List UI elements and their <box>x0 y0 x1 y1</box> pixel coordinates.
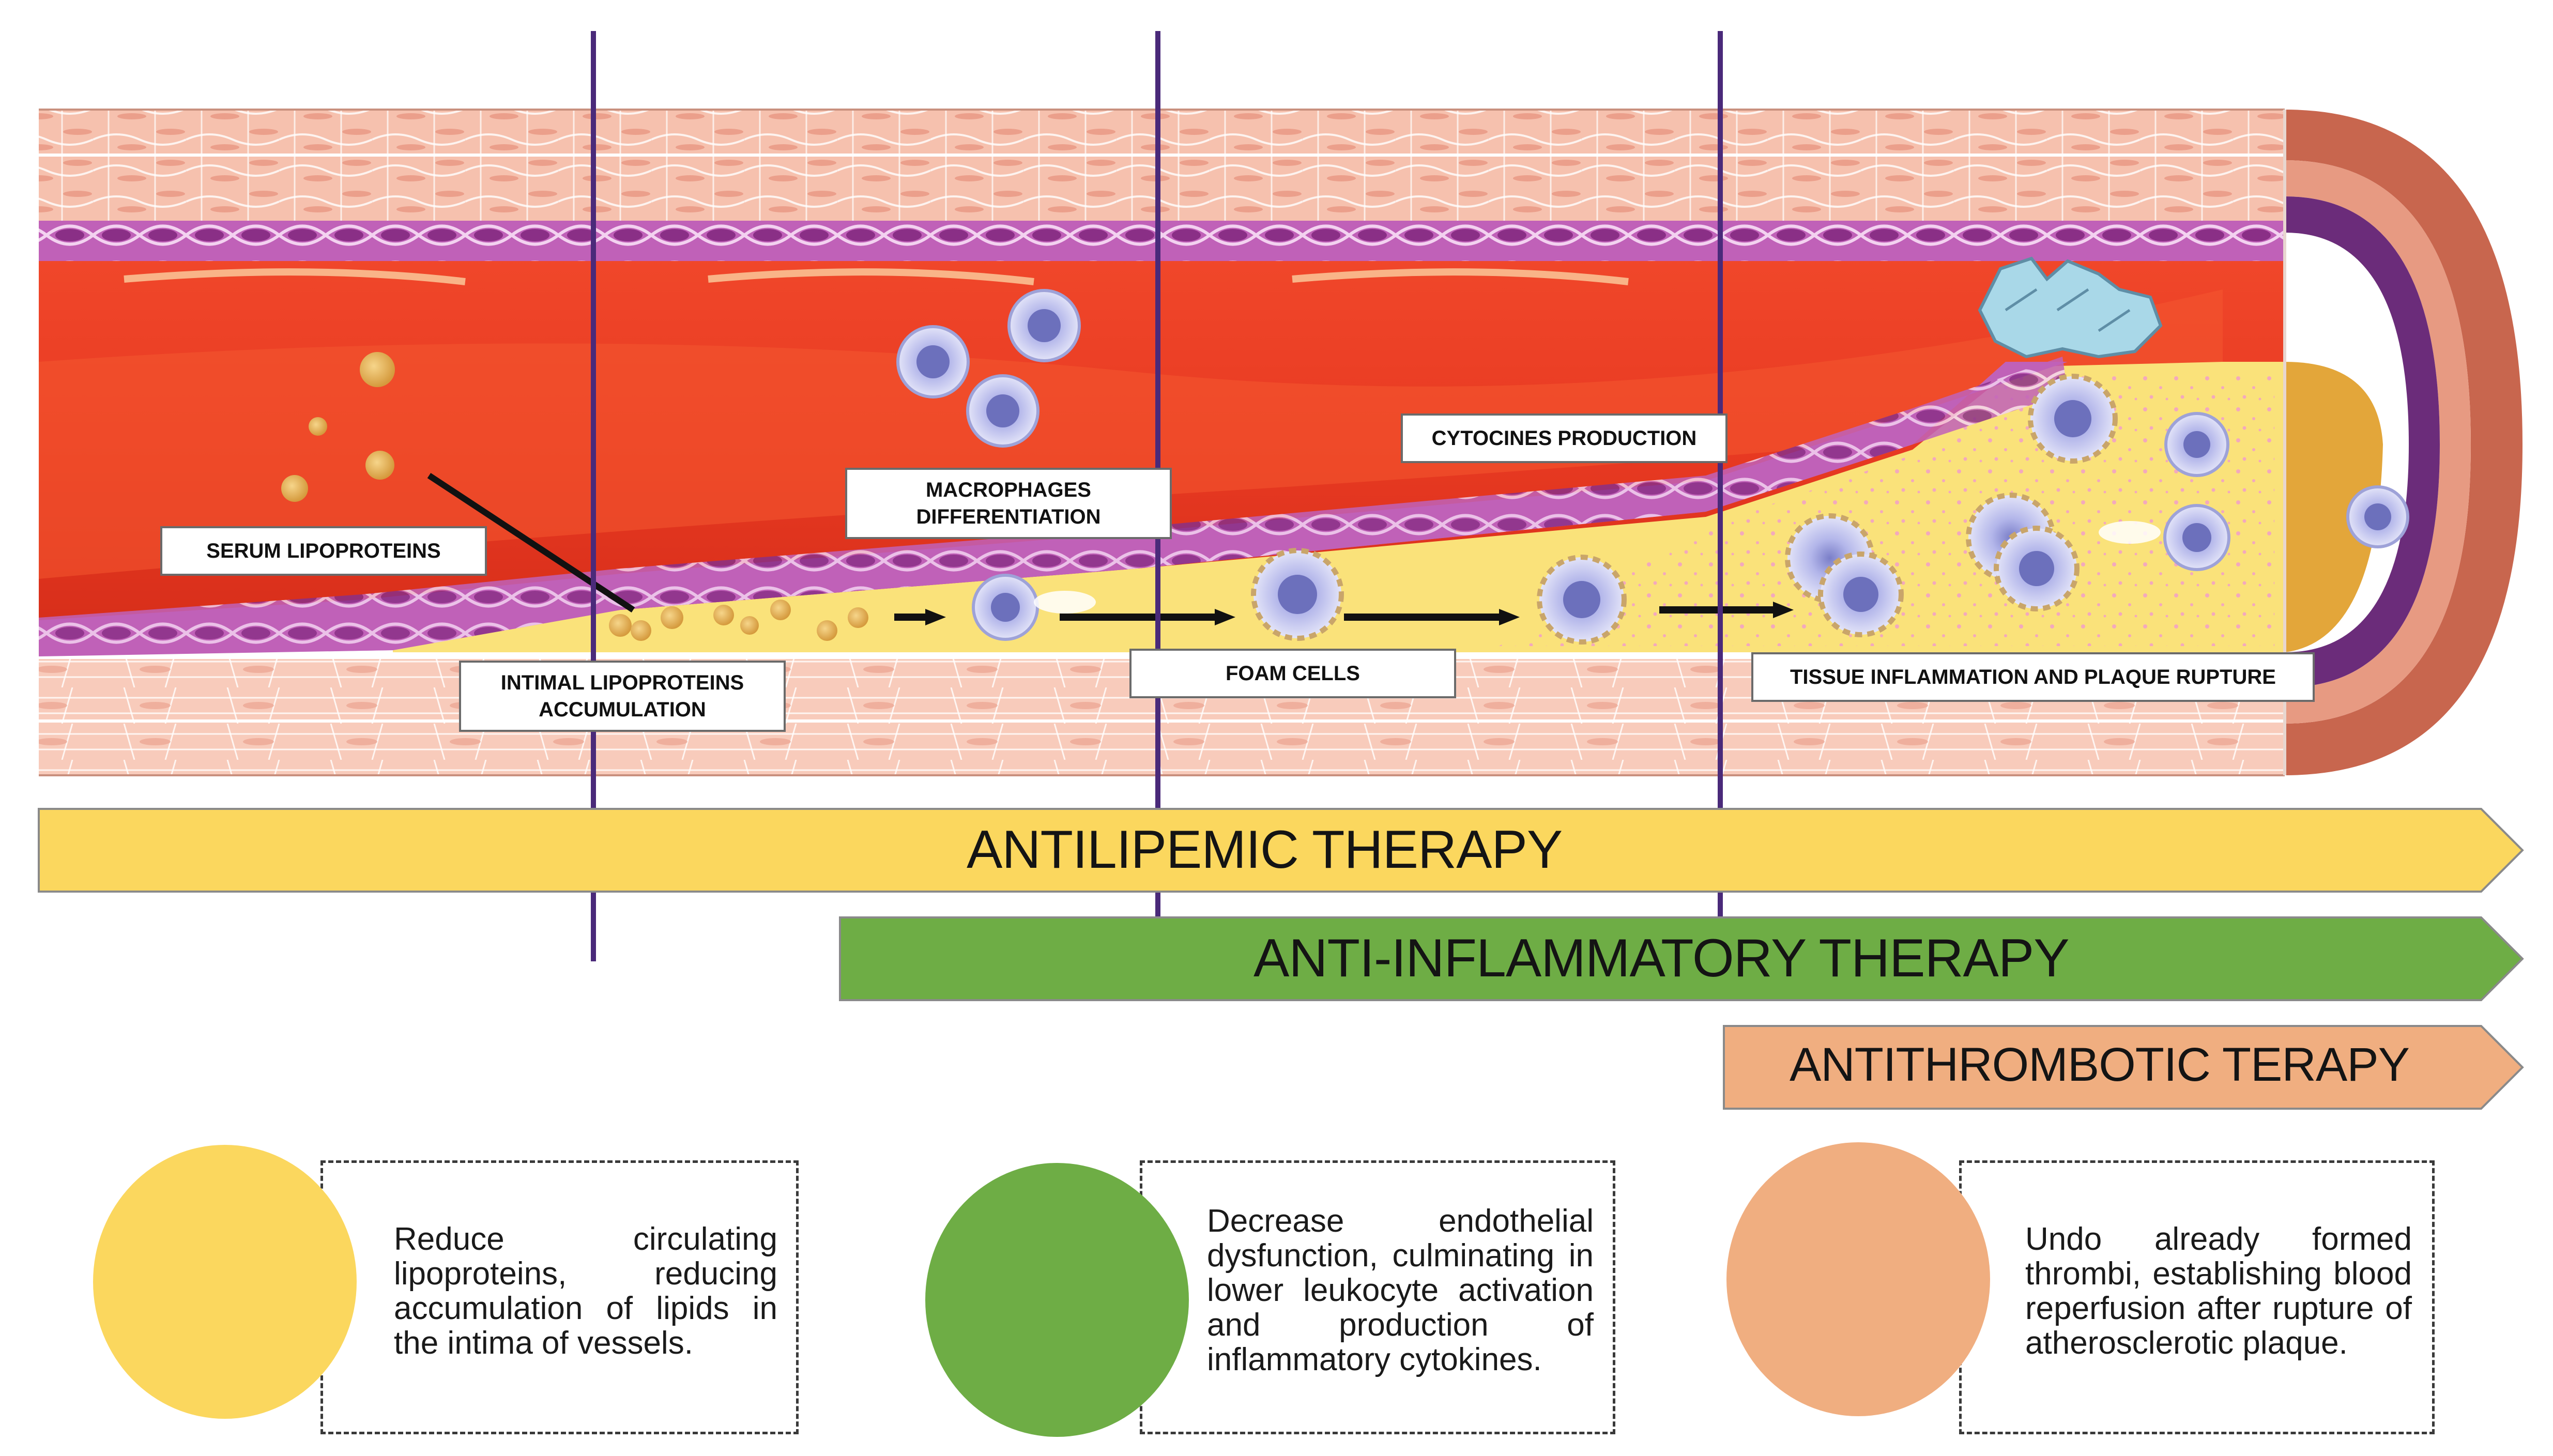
label-tissue-inflammation: TISSUE INFLAMMATION AND PLAQUE RUPTURE <box>1751 652 2315 702</box>
vessel-wall-top <box>39 110 2285 221</box>
label-tissue-text: TISSUE INFLAMMATION AND PLAQUE RUPTURE <box>1790 666 2276 688</box>
description-antithrombotic: Undo already formed thrombi, establishin… <box>2025 1221 2412 1361</box>
label-macro-line1: MACROPHAGES <box>925 479 1091 501</box>
macrophage-icon <box>896 289 1081 448</box>
description-antiinflammatory: Decrease endothelial dysfunction, culmin… <box>1207 1203 1594 1377</box>
lipoprotein-icon <box>281 352 868 641</box>
thrombus-icon <box>1978 256 2163 359</box>
foam-cell-icon <box>972 374 2409 645</box>
label-cytocines-production: CYTOCINES PRODUCTION <box>1401 413 1728 463</box>
therapy-arrow-antiinflammatory <box>839 916 2524 1001</box>
therapy-arrow-antilipemic <box>38 808 2524 893</box>
label-cytocines-text: CYTOCINES PRODUCTION <box>1431 427 1697 450</box>
label-serum-text: SERUM LIPOPROTEINS <box>206 540 441 562</box>
description-antilipemic: Reduce circulating lipoproteins, reducin… <box>394 1221 777 1361</box>
arrow-icon <box>894 602 1794 625</box>
therapy-label-antiinflammatory: ANTI-INFLAMMATORY THERAPY <box>1253 928 2070 988</box>
legend-circle-antiinflammatory <box>925 1163 1189 1437</box>
endothelium-top <box>39 221 2285 261</box>
label-macro-line2: DIFFERENTIATION <box>916 505 1101 528</box>
label-serum-lipoproteins: SERUM LIPOPROTEINS <box>160 526 487 576</box>
label-intimal-line1: INTIMAL LIPOPROTEINS <box>500 671 744 694</box>
label-foam-cells: FOAM CELLS <box>1129 649 1456 698</box>
label-intimal-accumulation: INTIMAL LIPOPROTEINS ACCUMULATION <box>459 661 786 732</box>
therapy-label-antilipemic: ANTILIPEMIC THERAPY <box>967 820 1563 880</box>
label-foam-text: FOAM CELLS <box>1226 662 1360 685</box>
legend-circle-antilipemic <box>93 1145 357 1419</box>
legend-circle-antithrombotic <box>1726 1142 1990 1416</box>
label-intimal-line2: ACCUMULATION <box>539 698 706 721</box>
vessel-end-curve <box>2285 110 2523 775</box>
therapy-label-antithrombotic: ANTITHROMBOTIC TERAPY <box>1790 1038 2410 1091</box>
label-macrophages-differentiation: MACROPHAGES DIFFERENTIATION <box>845 468 1172 539</box>
therapy-arrow-antithrombotic <box>1723 1025 2524 1110</box>
